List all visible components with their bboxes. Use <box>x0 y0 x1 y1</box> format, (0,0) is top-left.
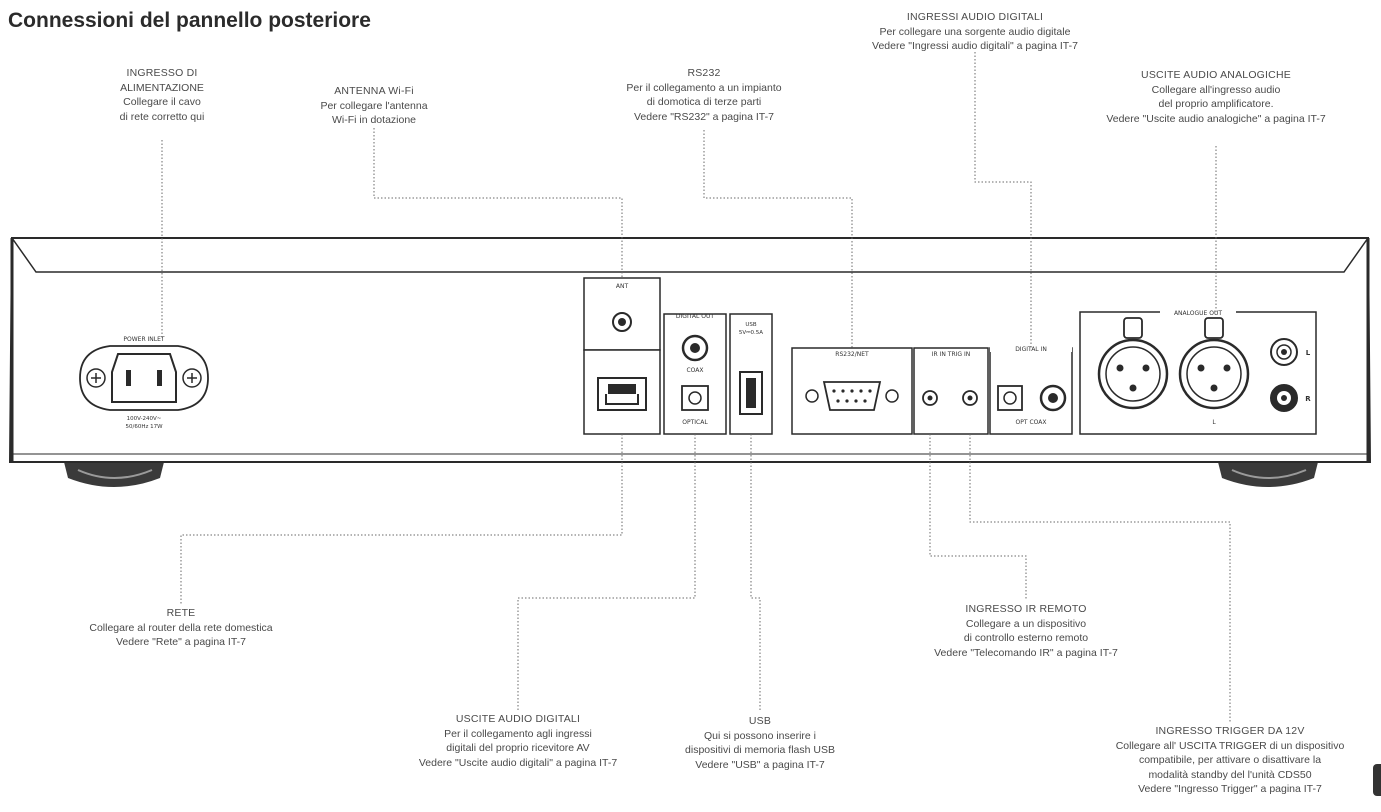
callout-line: Per collegare una sorgente audio digital… <box>879 25 1071 38</box>
page-edge-tab <box>1373 764 1381 796</box>
power-inlet-label: POWER INLET <box>123 336 165 343</box>
right-foot-highlight <box>1231 469 1307 479</box>
callout-line: dispositivi di memoria flash USB <box>685 744 835 756</box>
callout-title: INGRESSO DI <box>126 67 198 79</box>
callout-title: RETE <box>166 607 196 619</box>
leader-antenna <box>373 128 623 278</box>
power-rating-line-1: 100V-240V~ <box>127 416 162 422</box>
callout-line: di domotica di terze parti <box>646 96 762 108</box>
callout-line: di controllo esterno remoto <box>963 632 1089 644</box>
ant-label: ANT <box>616 283 629 290</box>
callout-line: Vedere "Uscite audio digitali" a pagina … <box>418 756 618 769</box>
usb-block: USB 5V⎓0.5A <box>729 313 773 435</box>
power-inlet-block: POWER INLET 100V-240V~ 50/60Hz 17W <box>79 336 209 430</box>
callout-network: RETE Collegare al router della rete dome… <box>89 606 272 650</box>
callout-title: INGRESSO TRIGGER DA 12V <box>1155 725 1305 737</box>
callout-line: Per collegare l'antenna <box>320 99 428 112</box>
leader-ir <box>929 434 1027 600</box>
digital-out-label: DIGITAL OUT <box>676 313 714 320</box>
digital-in-label: DIGITAL IN <box>1015 346 1047 353</box>
chassis-inner-edge <box>11 237 1369 273</box>
callout-analogue-out: USCITE AUDIO ANALOGICHE Collegare all'in… <box>1106 68 1325 126</box>
callout-line: Per il collegamento a un impianto <box>626 81 782 94</box>
callout-line: Vedere "Telecomando IR" a pagina IT-7 <box>934 646 1118 659</box>
callout-title: USCITE AUDIO DIGITALI <box>455 713 581 725</box>
left-foot-highlight <box>77 469 153 479</box>
xlr-left-connector-icon <box>1097 317 1169 410</box>
iec-socket-icon <box>111 353 177 403</box>
callout-line: Vedere "Rete" a pagina IT-7 <box>115 636 247 648</box>
callout-line: Vedere "Uscite audio analogiche" a pagin… <box>1106 112 1326 125</box>
callout-usb: USB Qui si possono inserire i dispositiv… <box>685 714 835 772</box>
callout-line: Collegare il cavo <box>123 96 201 108</box>
callout-title: USB <box>748 715 772 727</box>
callout-line: Collegare al router della rete domestica <box>89 621 273 634</box>
callout-line: Qui si possono inserire i <box>703 729 817 742</box>
callout-ir-remote: INGRESSO IR REMOTO Collegare a un dispos… <box>934 602 1118 660</box>
rs232-label: RS232/NET <box>835 351 869 358</box>
optical-out-label: OPTICAL <box>682 419 708 426</box>
leader-network <box>180 434 623 604</box>
leader-digital-out <box>517 434 696 710</box>
callout-line: modalità standby del l'unità CDS50 <box>1148 768 1312 781</box>
screw-icon <box>805 389 819 403</box>
callout-line: Collegare all'ingresso audio <box>1151 83 1281 96</box>
db9-connector-icon <box>822 381 882 411</box>
screw-icon <box>885 389 899 403</box>
callout-title: INGRESSI AUDIO DIGITALI <box>906 11 1044 23</box>
callout-digital-out: USCITE AUDIO DIGITALI Per il collegament… <box>419 712 617 770</box>
callout-line: ALIMENTAZIONE <box>120 81 204 94</box>
callout-line: Per il collegamento agli ingressi <box>444 727 592 740</box>
analogue-out-block: ANALOGUE OUT L L <box>1079 306 1317 435</box>
opt-coax-label: OPT COAX <box>1016 419 1047 426</box>
callout-line: digitali del proprio ricevitore AV <box>446 742 590 754</box>
callout-line: Vedere "RS232" a pagina IT-7 <box>634 110 774 123</box>
rs232-block: RS232/NET <box>791 347 913 435</box>
leader-digital-in <box>974 52 1032 348</box>
callout-title: ANTENNA Wi-Fi <box>334 85 414 97</box>
power-rating-line-2: 50/60Hz 17W <box>125 424 163 430</box>
leader-usb <box>750 434 761 712</box>
xlr-channel-label: L <box>1212 419 1216 426</box>
callout-digital-in: INGRESSI AUDIO DIGITALI Per collegare un… <box>872 10 1078 54</box>
ir-trigger-block: IR IN TRIG IN <box>913 347 989 435</box>
callout-rs232: RS232 Per il collegamento a un impianto … <box>626 66 781 124</box>
usb-label: USB <box>745 322 757 328</box>
page-title: Connessioni del pannello posteriore <box>8 9 371 32</box>
callout-line: Vedere "Ingresso Trigger" a pagina IT-7 <box>1138 783 1322 795</box>
leader-trigger <box>969 434 1231 722</box>
antenna-network-block: ANT <box>583 277 661 435</box>
digital-out-block: DIGITAL OUT COAX OPTICAL <box>663 313 727 435</box>
callout-title: INGRESSO IR REMOTO <box>965 603 1087 615</box>
callout-line: Vedere "Ingressi audio digitali" a pagin… <box>872 40 1078 52</box>
usb-rating: 5V⎓0.5A <box>739 330 763 336</box>
rca-right-label: R <box>1305 395 1311 403</box>
ir-trig-label: IR IN TRIG IN <box>932 351 970 358</box>
callout-line: Collegare a un dispositivo <box>965 617 1087 630</box>
callout-title: RS232 <box>687 67 721 79</box>
leader-rs232 <box>703 130 853 348</box>
analogue-out-label: ANALOGUE OUT <box>1174 310 1222 317</box>
leader-lines <box>161 52 1231 722</box>
callout-line: Collegare all' USCITA TRIGGER di un disp… <box>1115 739 1345 752</box>
callout-title: USCITE AUDIO ANALOGICHE <box>1141 69 1291 81</box>
callout-power-inlet: INGRESSO DI ALIMENTAZIONE Collegare il c… <box>120 66 205 124</box>
rca-left-label: L <box>1306 349 1311 357</box>
callout-antenna: ANTENNA Wi-Fi Per collegare l'antenna Wi… <box>320 84 427 128</box>
coax-out-label: COAX <box>686 367 703 374</box>
callout-line: Wi-Fi in dotazione <box>331 114 417 126</box>
callout-line: compatibile, per attivare o disattivare … <box>1138 754 1322 766</box>
xlr-right-connector-icon <box>1178 317 1250 410</box>
callout-line: Vedere "USB" a pagina IT-7 <box>695 758 825 771</box>
callout-trigger: INGRESSO TRIGGER DA 12V Collegare all' U… <box>1116 724 1345 797</box>
callout-line: del proprio amplificatore. <box>1158 98 1274 110</box>
callout-line: di rete corretto qui <box>119 110 205 123</box>
digital-in-block: DIGITAL IN OPT COAX <box>989 340 1073 435</box>
